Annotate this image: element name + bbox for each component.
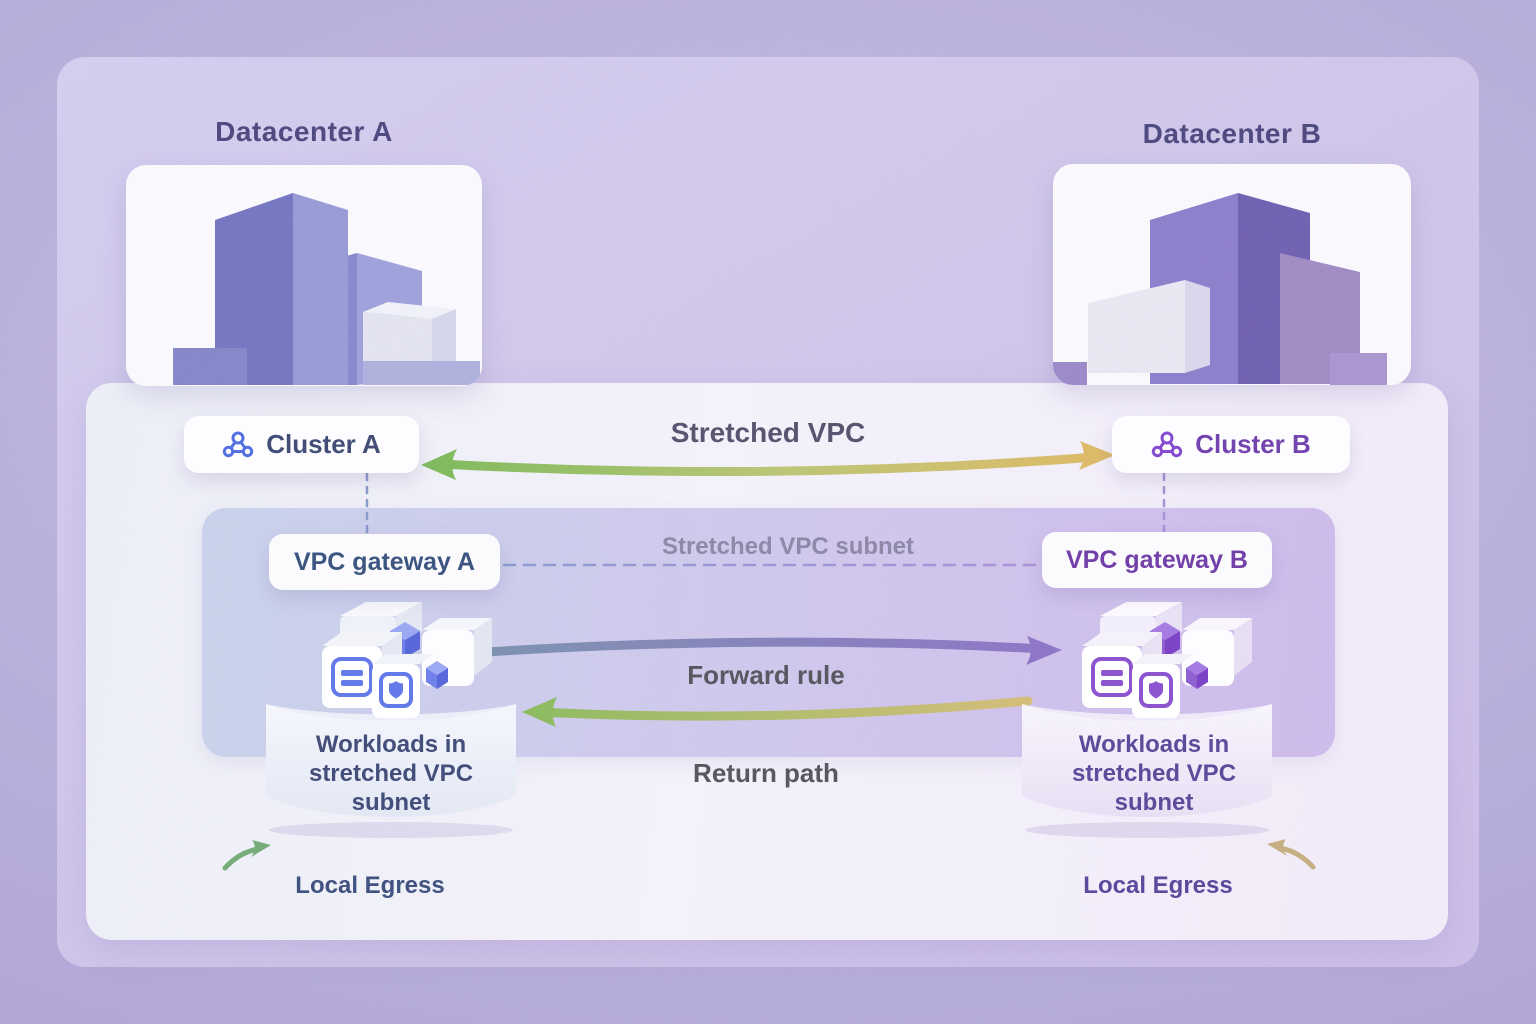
cluster-a-node: Cluster A	[184, 416, 419, 473]
cluster-b-label: Cluster B	[1195, 429, 1311, 459]
local-egress-b-label: Local Egress	[1083, 872, 1233, 899]
vpc-gateway-a-node: VPC gateway A	[269, 534, 500, 590]
datacenter-a-title: Datacenter A	[215, 116, 393, 147]
datacenter-b-title: Datacenter B	[1142, 118, 1322, 149]
datacenter-b-card	[1053, 164, 1411, 385]
workloads-a-cubes-icon	[322, 602, 492, 718]
datacenter-a-building-icon	[173, 193, 480, 385]
workloads-b-label: Workloads in stretched VPC subnet	[1071, 731, 1237, 816]
vpc-gateway-b-node: VPC gateway B	[1042, 532, 1272, 588]
return-path-label: Return path	[693, 758, 839, 788]
cluster-b-node: Cluster B	[1112, 416, 1350, 473]
local-egress-a-label: Local Egress	[295, 872, 445, 899]
stretched-vpc-subnet-label: Stretched VPC subnet	[661, 533, 915, 560]
cluster-a-label: Cluster A	[266, 429, 381, 459]
workloads-a-label: Workloads in stretched VPC subnet	[308, 731, 474, 816]
datacenter-a-card	[126, 165, 482, 386]
cluster-icon	[222, 431, 254, 458]
forward-rule-label: Forward rule	[687, 660, 845, 690]
vpc-gateway-b-label: VPC gateway B	[1065, 545, 1248, 574]
workloads-b-cubes-icon	[1082, 602, 1252, 718]
datacenter-b-building-icon	[1053, 193, 1387, 385]
vpc-gateway-a-label: VPC gateway A	[293, 547, 476, 576]
stretched-vpc-label: Stretched VPC	[670, 417, 866, 448]
cluster-icon	[1152, 431, 1183, 458]
